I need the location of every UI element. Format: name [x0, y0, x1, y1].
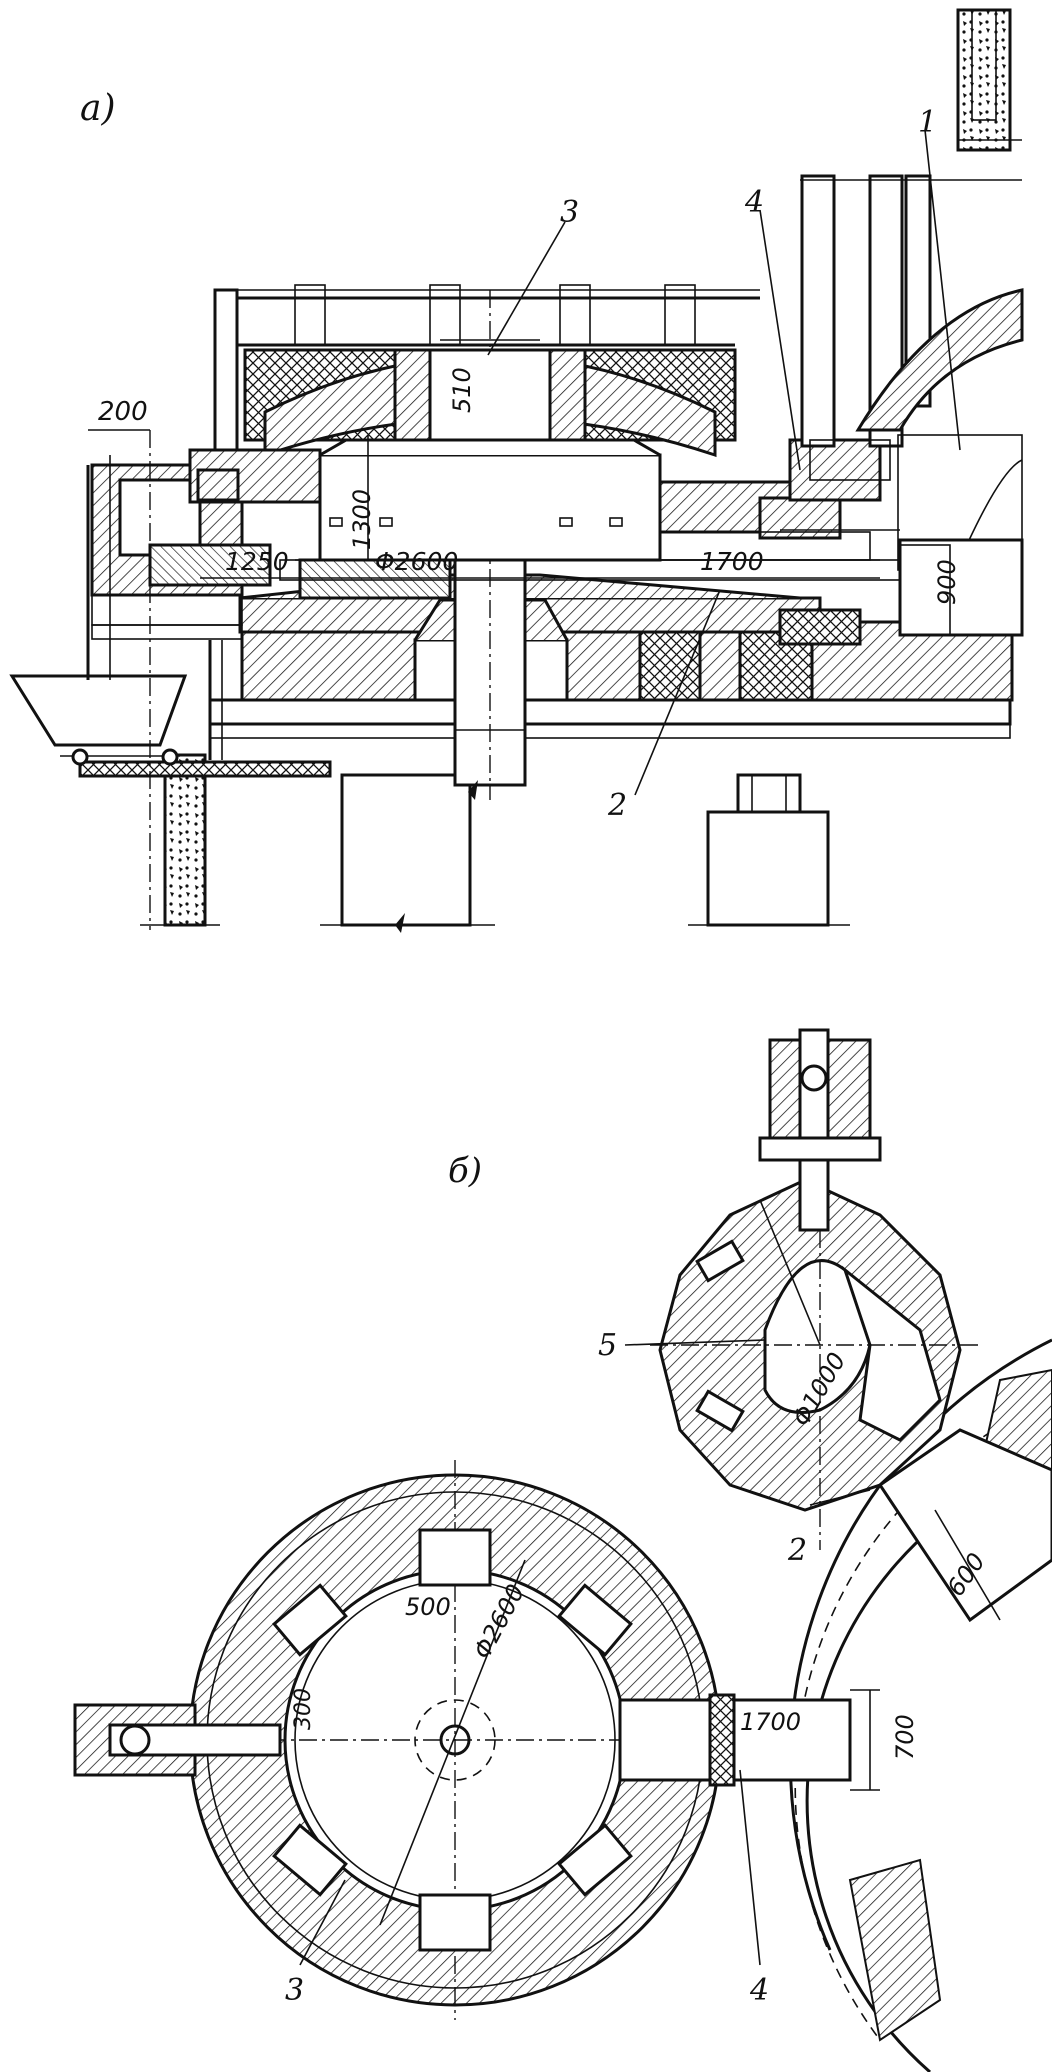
callouts-a: 1 2 3 4	[487, 105, 961, 823]
callout-1-a: 1	[918, 105, 937, 140]
dim-500: 500	[405, 1593, 451, 1621]
stack-detail	[956, 8, 1022, 152]
callout-2-b: 2	[787, 1533, 807, 1568]
base-beams	[60, 698, 1012, 778]
central-flue	[413, 290, 569, 800]
callout-4-b: 4	[749, 1973, 769, 2008]
dim-1250: 1250	[225, 547, 289, 576]
main-furnace-plan	[73, 1460, 852, 2020]
small-chamber: Φ1000	[650, 1028, 980, 1550]
dim-700: 700	[891, 1714, 919, 1760]
dim-1700-b: 1700	[740, 1708, 801, 1736]
roof-framing	[213, 284, 760, 482]
dim-1300: 1300	[348, 489, 376, 550]
callouts-b: 5 2 3 4	[285, 1328, 871, 2008]
taphole-block	[86, 430, 322, 930]
view-a-section: а)	[9, 8, 1024, 933]
dim-1700-a: 1700	[700, 547, 764, 576]
dim-phi2600-a: Φ2600	[375, 547, 458, 576]
dim-510: 510	[448, 367, 476, 413]
callout-2-a: 2	[607, 788, 627, 823]
view-a-label: а)	[80, 88, 116, 129]
callout-4-a: 4	[744, 185, 764, 220]
callout-3-b: 3	[285, 1973, 304, 2008]
foundation	[140, 753, 850, 933]
dim-200: 200	[98, 397, 148, 427]
view-b-plan: б) Φ1000	[73, 1028, 1052, 2072]
hearth-masonry	[238, 558, 1014, 702]
callout-3-a: 3	[560, 195, 579, 230]
callout-5-b: 5	[598, 1328, 617, 1363]
roof	[243, 339, 737, 458]
channel-right	[658, 174, 1024, 637]
slag-car	[9, 674, 188, 766]
dim-300: 300	[291, 1688, 316, 1730]
dim-900: 900	[933, 559, 961, 605]
view-b-label: б)	[448, 1151, 482, 1191]
dimensions-a: 200 510 1300 1250 Φ2600 1700 900	[88, 367, 961, 636]
